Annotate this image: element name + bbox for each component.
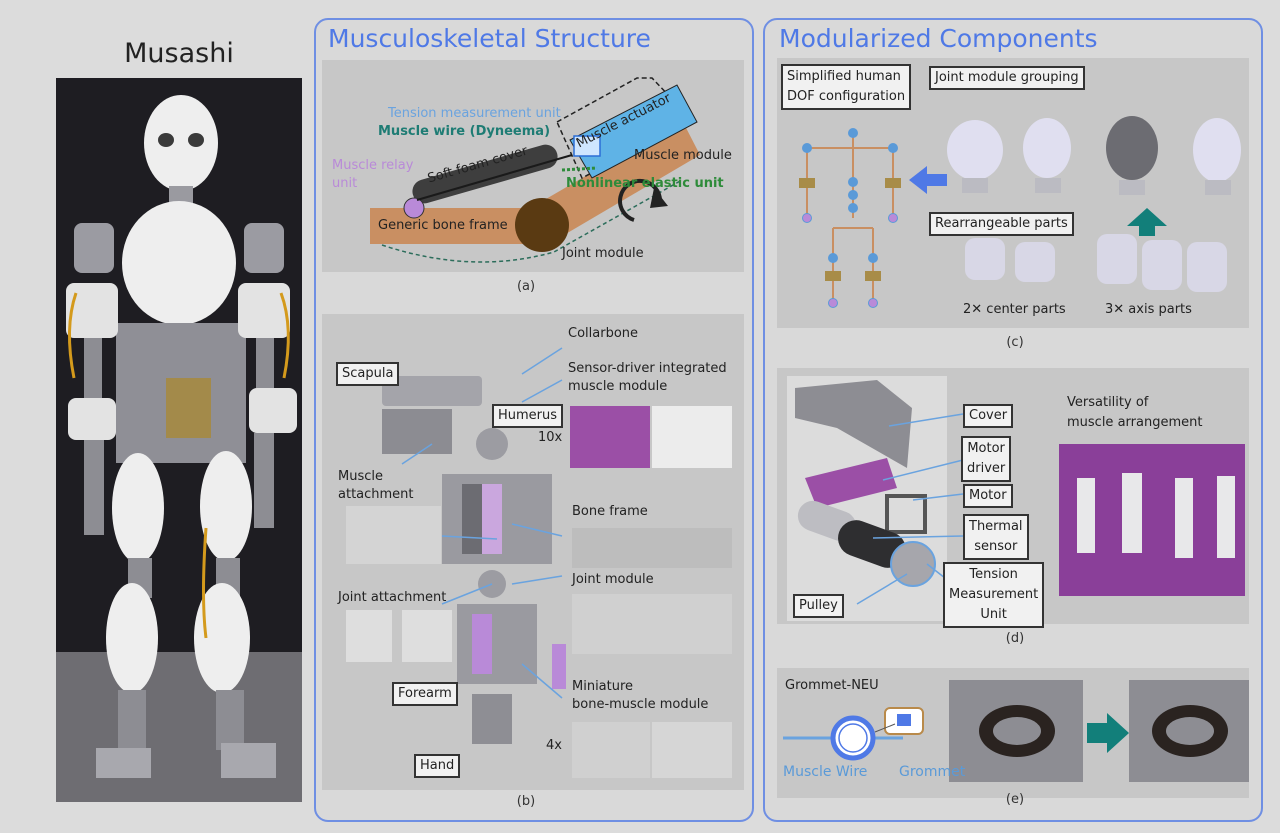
label-muscle-attachment-2: attachment <box>338 487 414 502</box>
label-motor: Motor <box>963 484 1013 508</box>
label-simplified-2: DOF configuration <box>787 89 906 104</box>
label-cover: Cover <box>963 404 1014 428</box>
label-relay-unit-2: unit <box>332 176 358 191</box>
figure-b-diagram <box>346 347 732 778</box>
robot-illustration <box>66 95 297 778</box>
caption-d: (d) <box>1005 631 1025 646</box>
label-muscle-attachment-1: Muscle <box>338 469 383 484</box>
label-simplified: Simplified human DOF configuration <box>781 64 912 110</box>
label-tension-3: Unit <box>980 607 1007 622</box>
label-grouping: Joint module grouping <box>929 66 1085 90</box>
label-axis-parts: 3✕ axis parts <box>1105 302 1192 317</box>
label-10x: 10x <box>538 430 563 445</box>
figure-b: Collarbone Sensor-driver integrated musc… <box>322 314 744 790</box>
label-motor-driver-2: driver <box>967 461 1006 476</box>
label-muscle-wire: Muscle wire (Dyneema) <box>378 124 551 139</box>
figure-c: Simplified human DOF configuration Joint… <box>777 58 1249 328</box>
label-rearrange: Rearrangeable parts <box>929 212 1074 236</box>
label-sensor-driver-2: muscle module <box>568 379 668 394</box>
label-tension-1: Tension <box>969 567 1018 582</box>
figure-e-diagram <box>783 680 1249 782</box>
musculoskeletal-panel: Musculoskeletal Structure Tension measur… <box>314 18 754 822</box>
figure-a-diagram <box>370 77 700 263</box>
caption-b: (b) <box>516 794 536 809</box>
label-tension: Tension Measurement Unit <box>943 562 1045 628</box>
figure-c-diagram <box>799 116 1241 308</box>
label-simplified-1: Simplified human <box>787 69 901 84</box>
label-hand: Hand <box>414 754 461 778</box>
label-thermal-1: Thermal <box>969 519 1023 534</box>
label-versatility-1: Versatility of <box>1067 395 1149 410</box>
label-versatility-2: muscle arrangement <box>1067 415 1203 430</box>
label-4x: 4x <box>546 738 562 753</box>
label-thermal-2: sensor <box>974 539 1018 554</box>
label-collarbone: Collarbone <box>568 326 639 341</box>
label-grommet: Grommet <box>899 764 966 780</box>
label-humerus: Humerus <box>492 404 564 428</box>
caption-c: (c) <box>1006 335 1024 350</box>
caption-e: (e) <box>1005 792 1025 807</box>
label-center-parts: 2✕ center parts <box>963 302 1066 317</box>
label-miniature-2: bone-muscle module <box>572 697 709 712</box>
label-motor-driver-1: Motor <box>967 441 1005 456</box>
figure-d-diagram <box>787 376 1245 621</box>
label-grommet-neu: Grommet-NEU <box>785 678 879 693</box>
label-muscle-wire-e: Muscle Wire <box>783 764 868 780</box>
robot-photo <box>56 78 302 802</box>
label-sensor-driver-1: Sensor-driver integrated <box>568 361 727 376</box>
label-relay-unit-1: Muscle relay <box>332 158 414 173</box>
label-bone-frame: Generic bone frame <box>378 218 508 233</box>
modular-panel: Modularized Components <box>763 18 1263 822</box>
label-tension-unit: Tension measurement unit <box>388 106 561 121</box>
label-scapula: Scapula <box>336 362 400 386</box>
label-joint-attachment: Joint attachment <box>338 590 447 605</box>
label-joint-module: Joint module <box>562 246 644 261</box>
panel-title-modular: Modularized Components <box>779 24 1098 53</box>
label-thermal: Thermal sensor <box>963 514 1029 560</box>
label-miniature-1: Miniature <box>572 679 634 694</box>
label-tension-2: Measurement <box>949 587 1039 602</box>
figure-a: Tension measurement unit Muscle wire (Dy… <box>322 60 744 272</box>
label-motor-driver: Motor driver <box>961 436 1012 482</box>
figure-d: Cover Motor driver Motor Thermal sensor … <box>777 368 1249 628</box>
panel-title-musculoskeletal: Musculoskeletal Structure <box>328 24 651 53</box>
caption-a: (a) <box>516 279 536 294</box>
label-joint-module-b: Joint module <box>572 572 654 587</box>
label-pulley: Pulley <box>793 594 844 618</box>
robot-title: Musashi <box>124 38 234 69</box>
label-forearm: Forearm <box>392 682 458 706</box>
label-bone-frame-b: Bone frame <box>572 504 648 519</box>
label-muscle-module: Muscle module <box>634 148 732 163</box>
figure-e: Grommet-NEU Muscle Wire Grommet <box>777 668 1249 798</box>
label-nonlinear: Nonlinear elastic unit <box>566 176 724 191</box>
